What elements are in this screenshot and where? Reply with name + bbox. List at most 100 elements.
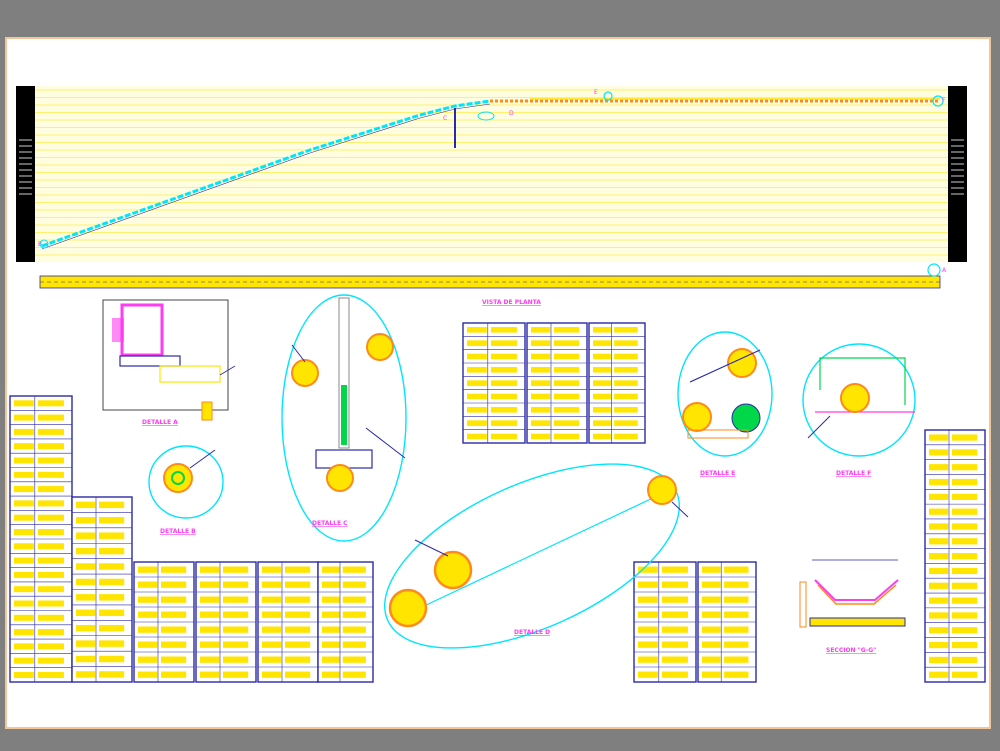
table-cell-text (138, 641, 158, 648)
table-cell-text (724, 671, 749, 678)
table-cell-text (702, 611, 721, 618)
table-cell-text (467, 367, 487, 373)
table-cell-text (929, 434, 949, 441)
table-cell-text (99, 578, 125, 586)
table-cell-text (929, 538, 949, 545)
table-cell-text (702, 641, 721, 648)
detalle-c-pulley-left (291, 359, 319, 387)
table-cell-text (76, 594, 96, 601)
table-cell-text (99, 624, 125, 632)
table-cell-text (531, 420, 551, 426)
table-cell-text (322, 656, 340, 663)
table-cell-text (342, 566, 366, 573)
table-cell-text (593, 353, 611, 360)
table-cell-text (76, 640, 96, 647)
table-cell-text (200, 626, 220, 633)
detalle-c-pulley-right (366, 333, 394, 361)
table-cell-text (138, 611, 158, 618)
table-cell-text (952, 597, 978, 604)
table-cell-text (14, 400, 34, 407)
table-cell-text (14, 629, 34, 636)
table-cell-text (490, 353, 517, 360)
table-cell-text (262, 671, 282, 678)
detalle-f: DETALLE F (802, 343, 916, 477)
table-cell-text (490, 407, 517, 413)
table-cell-text (554, 393, 580, 400)
table-cell-text (223, 596, 249, 603)
table-cell-text (76, 578, 96, 586)
label-detalle-d: DETALLE D (514, 629, 550, 636)
table-cell-text (37, 428, 64, 435)
seccion-base-beam (809, 617, 906, 627)
table-cell-text (37, 586, 64, 593)
table-cell-text (138, 656, 158, 663)
table-cell-text (285, 581, 311, 588)
table-cell-text (554, 340, 580, 346)
table-cell-text (661, 611, 688, 618)
table-cell-text (593, 340, 611, 346)
table-cell-text (661, 626, 688, 633)
table-cell-text (200, 596, 220, 603)
table-cell-text (99, 594, 125, 601)
detalle-d-pulley-3 (647, 475, 677, 505)
table-cell-text (262, 611, 282, 618)
table-cell-text (99, 609, 125, 617)
motor-base (119, 355, 181, 367)
table-cell-text (490, 367, 517, 373)
table-cell-text (14, 514, 34, 521)
tail-pulley (39, 239, 49, 249)
table-cell-text (929, 656, 949, 664)
detalle-b-ellipse (148, 445, 224, 519)
column-bar-ticks (19, 139, 964, 195)
table-cell-text (14, 643, 34, 650)
point-letter-a: A (942, 267, 947, 274)
table-cell-text (342, 656, 366, 663)
table-cell-text (952, 612, 978, 619)
table-cell-text (200, 566, 220, 573)
table-cell-text (614, 393, 638, 400)
plan-head-pulley (927, 263, 941, 277)
detalle-e-belt (689, 349, 761, 383)
table-cell-text (14, 471, 34, 478)
table-cell-text (929, 582, 949, 589)
table-cell-text (161, 626, 187, 633)
table-cell-text (99, 640, 125, 647)
detalle-e-pulley-top (727, 348, 757, 378)
table-cell-text (467, 420, 487, 426)
table-cell-text (14, 614, 34, 621)
table-bottom-3 (257, 561, 319, 683)
table-cell-text (952, 582, 978, 589)
label-seccion: SECCION "G-G" (826, 647, 876, 654)
table-cell-text (490, 433, 517, 440)
table-cell-text (322, 626, 340, 633)
table-cell-text (467, 407, 487, 413)
table-cell-text (76, 671, 96, 678)
table-cell-text (223, 641, 249, 648)
detalle-c-column (338, 297, 350, 449)
table-cell-text (638, 656, 658, 663)
table-cell-text (531, 393, 551, 400)
right-column-bar (948, 86, 967, 262)
table-cell-text (638, 611, 658, 618)
table-cell-text (929, 627, 949, 634)
tripper-pulley (603, 91, 613, 101)
table-cell-text (467, 393, 487, 400)
table-cell-text (638, 566, 658, 573)
point-letter-e: E (594, 89, 598, 96)
detalle-e-ellipse (677, 331, 773, 457)
table-cell-text (76, 655, 96, 663)
table-cell-text (593, 327, 611, 333)
table-cell-text (614, 327, 638, 333)
table-cell-text (200, 581, 220, 588)
table-cell-text (37, 557, 64, 564)
detalle-e-pulley-left (682, 402, 712, 432)
table-cell-text (14, 414, 34, 421)
table-cell-text (342, 641, 366, 648)
table-cell-text (531, 327, 551, 333)
detalle-b-hub (171, 471, 185, 485)
table-cell-text (14, 657, 34, 664)
table-cell-text (37, 629, 64, 636)
table-cell-text (638, 596, 658, 603)
label-detalle-f: DETALLE F (836, 470, 871, 477)
table-cell-text (322, 596, 340, 603)
